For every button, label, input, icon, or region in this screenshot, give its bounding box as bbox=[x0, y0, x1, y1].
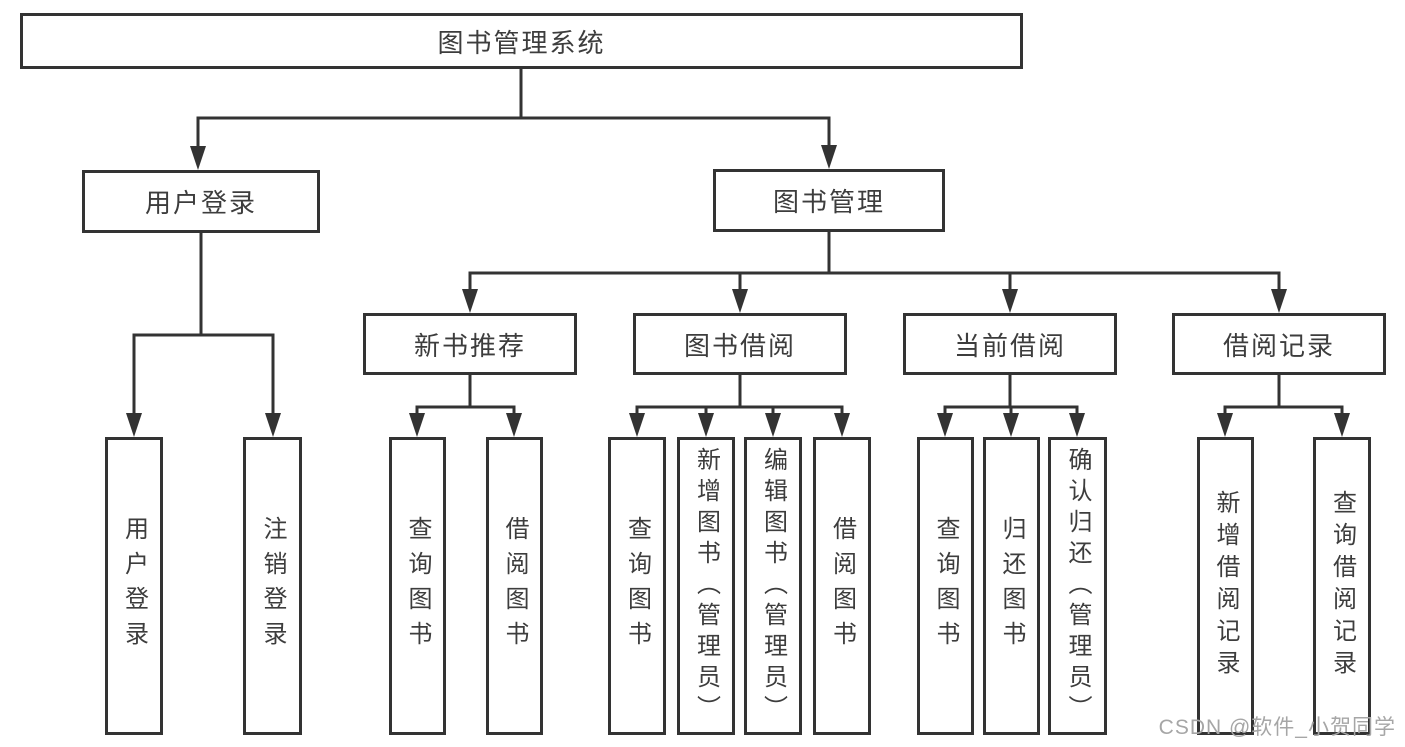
leaf-confirm-return-admin-label: 确认归还（管理员） bbox=[1064, 446, 1091, 726]
leaf-query-book-borrow: 查询图书 bbox=[608, 437, 666, 735]
leaf-add-borrow-record-label: 新增借阅记录 bbox=[1212, 490, 1239, 682]
node-book-management: 图书管理 bbox=[713, 169, 945, 232]
leaf-borrow-book-recommend: 借阅图书 bbox=[486, 437, 543, 735]
leaf-query-book-borrow-label: 查询图书 bbox=[623, 516, 651, 656]
leaf-return-book-label: 归还图书 bbox=[998, 516, 1025, 656]
leaf-logout-label: 注销登录 bbox=[259, 516, 286, 656]
leaf-borrow-book-label: 借阅图书 bbox=[828, 516, 856, 656]
node-book-borrow-label: 图书借阅 bbox=[683, 330, 796, 361]
leaf-edit-book-admin-label: 编辑图书（管理员） bbox=[759, 446, 787, 726]
node-book-borrow: 图书借阅 bbox=[633, 313, 847, 375]
leaf-user-login: 用户登录 bbox=[105, 437, 163, 735]
connector-paths bbox=[132, 69, 1344, 413]
leaf-query-book-current-label: 查询图书 bbox=[932, 516, 959, 656]
leaf-query-borrow-record: 查询借阅记录 bbox=[1313, 437, 1371, 735]
node-book-management-label: 图书管理 bbox=[772, 187, 885, 217]
node-book-management-system-label: 图书管理系统 bbox=[437, 27, 606, 58]
node-borrow-record: 借阅记录 bbox=[1172, 313, 1386, 375]
node-user-login-label: 用户登录 bbox=[144, 188, 257, 218]
leaf-add-book-admin-label: 新增图书（管理员） bbox=[692, 446, 720, 726]
node-current-borrow-label: 当前借阅 bbox=[953, 330, 1066, 361]
node-book-management-system: 图书管理系统 bbox=[20, 13, 1023, 69]
leaf-query-book-recommend: 查询图书 bbox=[389, 437, 446, 735]
arrowheads bbox=[126, 145, 1350, 437]
leaf-query-book-recommend-label: 查询图书 bbox=[404, 516, 431, 656]
leaf-borrow-book: 借阅图书 bbox=[813, 437, 871, 735]
node-borrow-record-label: 借阅记录 bbox=[1222, 330, 1335, 361]
node-user-login: 用户登录 bbox=[82, 170, 320, 233]
leaf-query-borrow-record-label: 查询借阅记录 bbox=[1328, 490, 1356, 682]
leaf-add-borrow-record: 新增借阅记录 bbox=[1197, 437, 1254, 735]
leaf-add-book-admin: 新增图书（管理员） bbox=[677, 437, 735, 735]
node-new-book-recommend: 新书推荐 bbox=[363, 313, 577, 375]
leaf-query-book-current: 查询图书 bbox=[917, 437, 974, 735]
leaf-logout: 注销登录 bbox=[243, 437, 302, 735]
leaf-user-login-label: 用户登录 bbox=[120, 516, 148, 656]
leaf-borrow-book-recommend-label: 借阅图书 bbox=[501, 516, 528, 656]
csdn-watermark: CSDN @软件_小贺同学 bbox=[1158, 716, 1396, 739]
node-current-borrow: 当前借阅 bbox=[903, 313, 1117, 375]
node-new-book-recommend-label: 新书推荐 bbox=[413, 330, 526, 361]
leaf-edit-book-admin: 编辑图书（管理员） bbox=[744, 437, 802, 735]
leaf-confirm-return-admin: 确认归还（管理员） bbox=[1048, 437, 1107, 735]
leaf-return-book: 归还图书 bbox=[983, 437, 1040, 735]
